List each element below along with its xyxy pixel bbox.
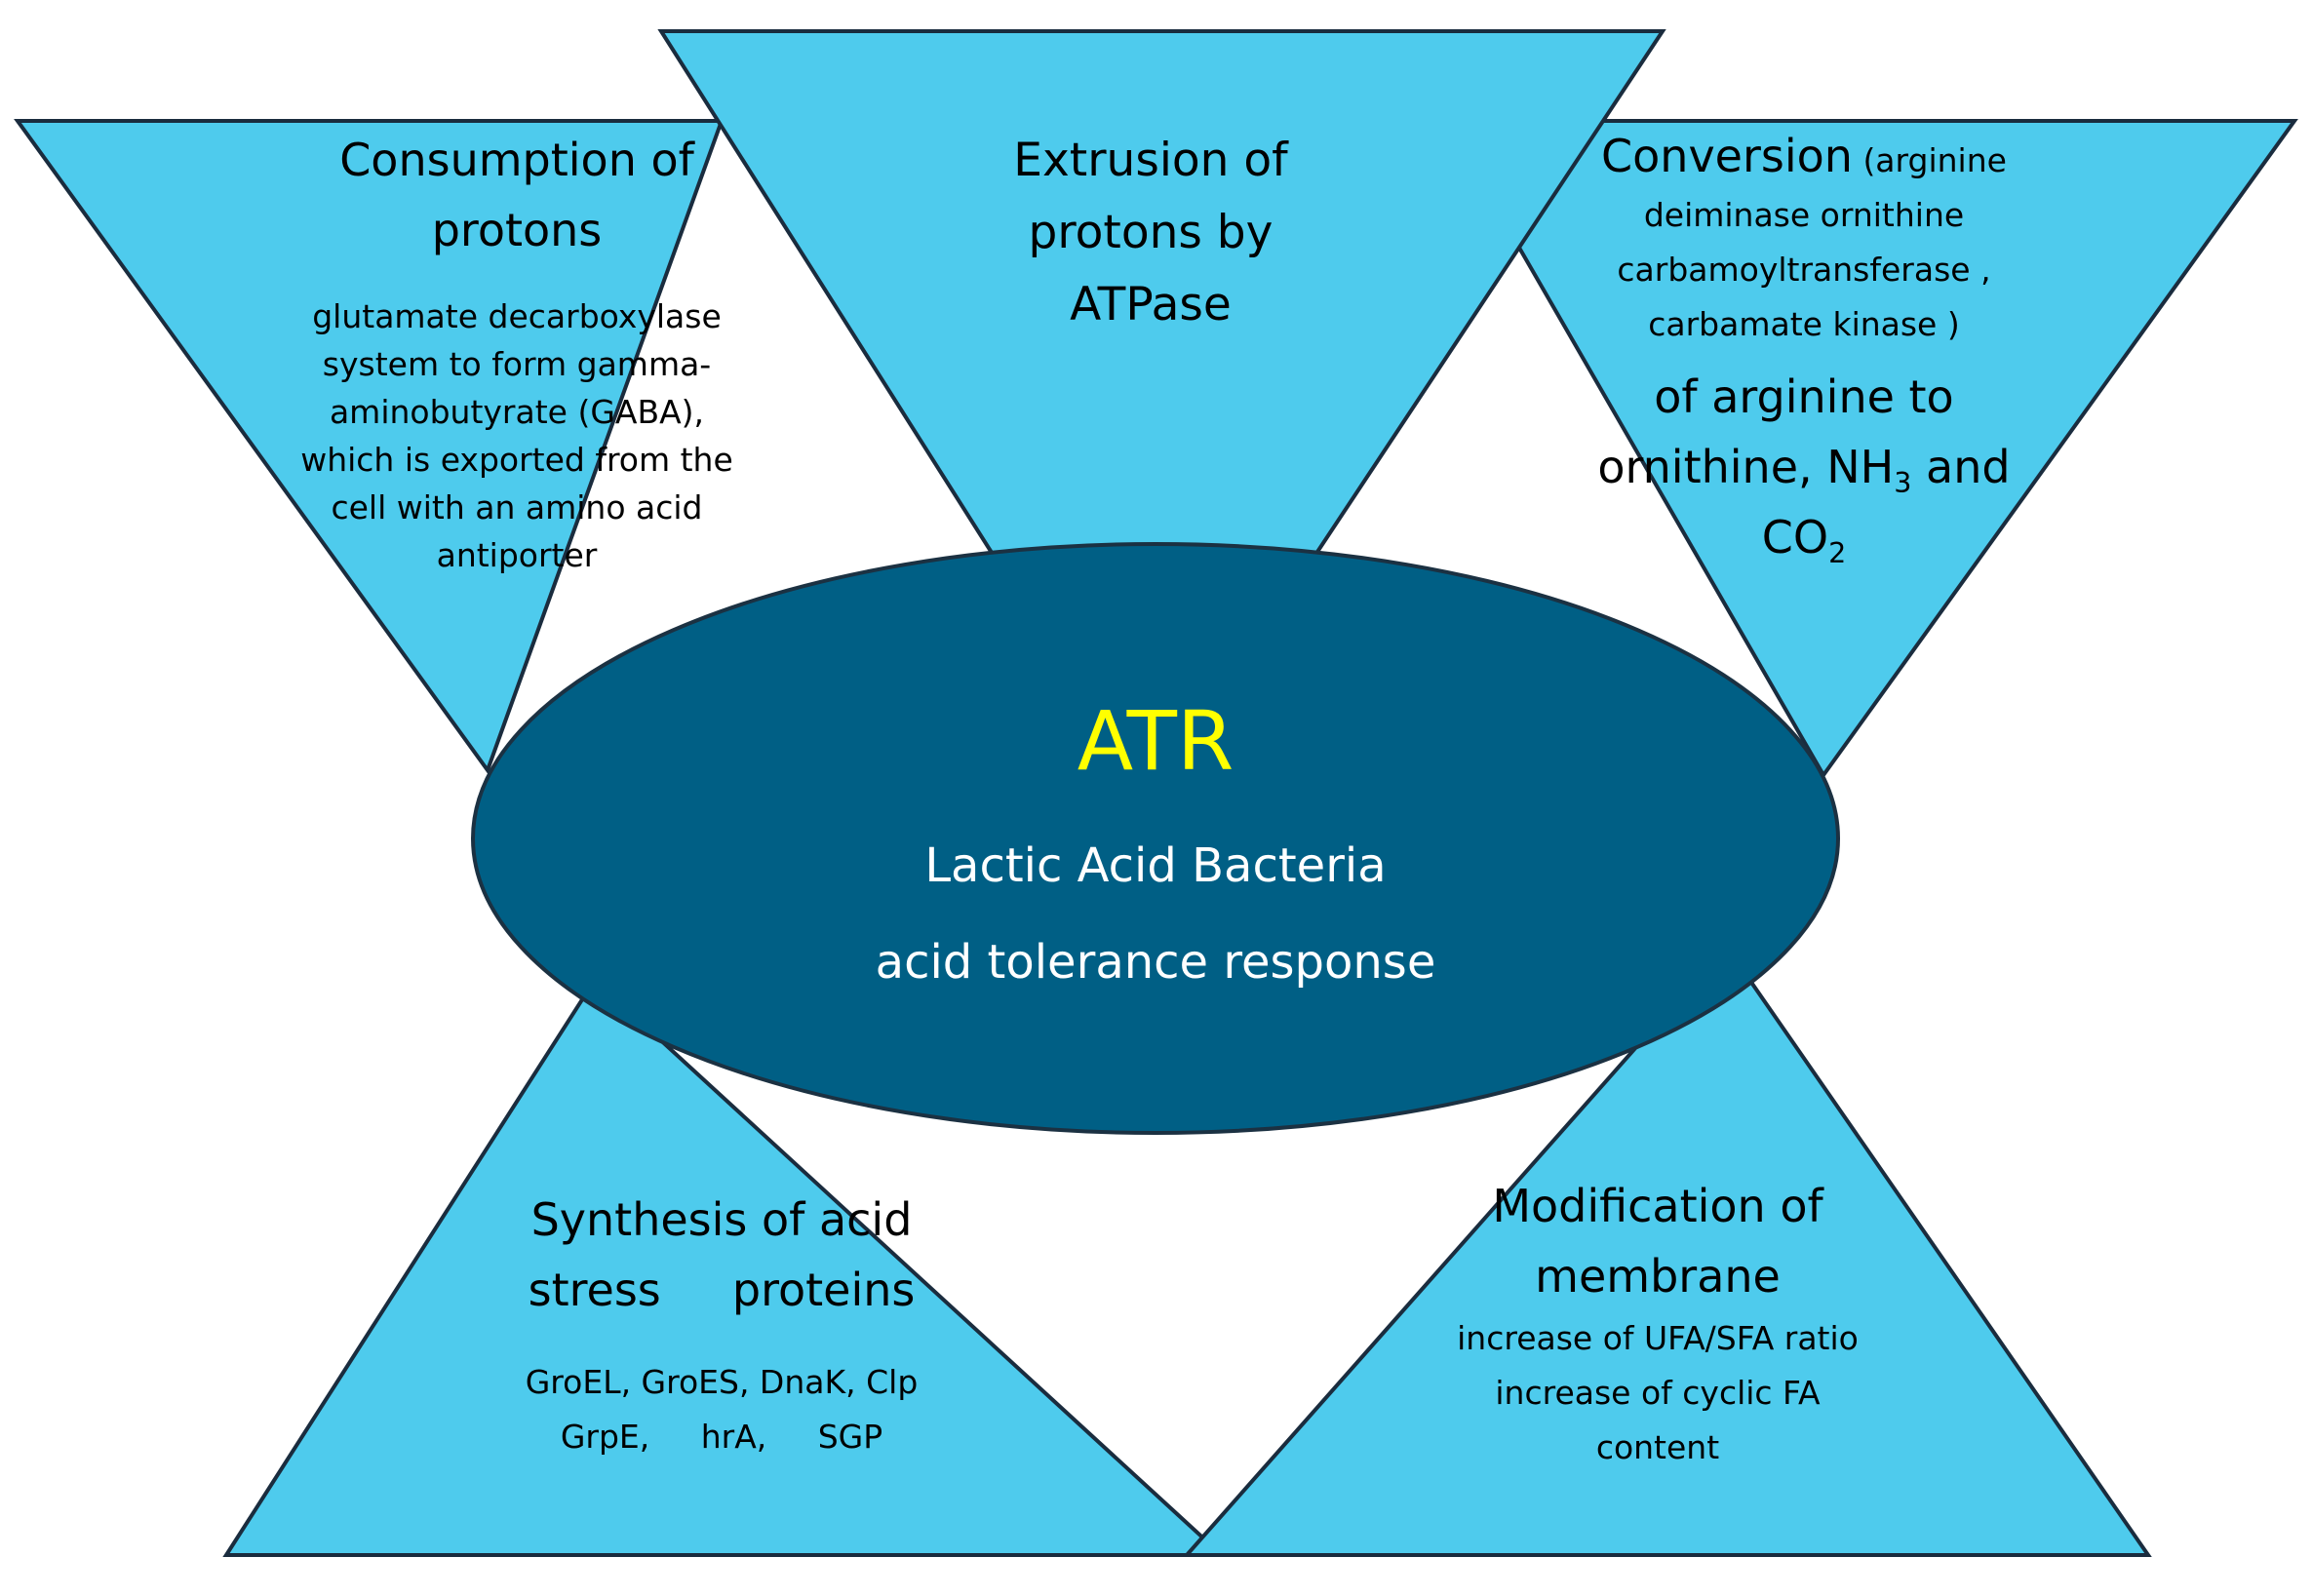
conversion-detail-3: carbamoyltransferase , [1617, 251, 1991, 289]
triangle-consumption-of-protons [14, 119, 725, 775]
conversion-line1: Conversion (arginine [1560, 129, 2048, 188]
synthesis-detail: GroEL, GroES, DnaK, Clp GrpE, hrA, SGP [468, 1355, 975, 1464]
consumption-detail-line: system to form gamma- [322, 345, 712, 383]
modification-title-line1: Modification of [1492, 1180, 1823, 1232]
conversion-title-line2: of arginine to [1654, 370, 1954, 423]
atr-line2: acid tolerance response [875, 935, 1436, 990]
extrusion-line3: ATPase [1070, 278, 1232, 331]
synthesis-title-line2: stress proteins [528, 1264, 916, 1316]
consumption-detail-line: cell with an amino acid [331, 488, 703, 526]
extrusion-line2: protons by [1028, 206, 1274, 259]
consumption-detail-line: antiporter [436, 536, 598, 574]
synthesis-detail-line1: GroEL, GroES, DnaK, Clp [525, 1363, 919, 1401]
conversion-title-line4-sub: 2 [1828, 536, 1847, 569]
synthesis-title: Synthesis of acid stress proteins [468, 1185, 975, 1325]
atr-ellipse [471, 542, 1840, 1135]
conversion-product-text: of arginine to ornithine, NH3 and CO2 [1560, 362, 2048, 572]
conversion-text: Conversion (arginine deiminase ornithine… [1560, 129, 2048, 352]
consumption-detail-line: glutamate decarboxylase [312, 297, 722, 335]
extrusion-title: Extrusion of protons by ATPase [946, 125, 1355, 341]
consumption-title-line1: Consumption of [339, 134, 694, 186]
conversion-title-line4-a: CO [1761, 511, 1829, 564]
modification-title: Modification of membrane [1414, 1171, 1901, 1311]
consumption-detail-line: which is exported from the [300, 441, 733, 479]
conversion-detail-1: (arginine [1862, 141, 2007, 179]
synthesis-title-line1: Synthesis of acid [530, 1193, 913, 1246]
conversion-title-line3: ornithine, NH3 and [1560, 432, 2048, 502]
modification-detail-line2: increase of cyclic FA [1495, 1374, 1821, 1412]
modification-detail: increase of UFA/SFA ratio increase of cy… [1394, 1311, 1921, 1475]
triangle-conversion-of-arginine [1442, 119, 2298, 779]
modification-detail-line1: increase of UFA/SFA ratio [1457, 1319, 1859, 1357]
conversion-title-line3-a: ornithine, NH [1597, 441, 1895, 493]
consumption-title: Consumption of protons [273, 125, 761, 265]
conversion-title: Conversion [1601, 130, 1853, 182]
atr-line1: Lactic Acid Bacteria [924, 838, 1387, 893]
conversion-detail-4: carbamate kinase ) [1648, 305, 1960, 343]
modification-title-line2: membrane [1535, 1250, 1781, 1303]
conversion-title-line3-sub: 3 [1894, 466, 1912, 499]
conversion-title-line4: CO2 [1560, 502, 2048, 572]
triangle-modification-of-membrane [1182, 942, 2152, 1557]
triangle-synthesis-of-acid-stress-proteins [222, 976, 1228, 1557]
triangle-extrusion-of-protons [657, 29, 1666, 807]
consumption-title-line2: protons [431, 204, 603, 256]
atr-title: ATR [1077, 693, 1234, 789]
conversion-title-line3-b: and [1911, 441, 2011, 493]
consumption-detail-line: aminobutyrate (GABA), [329, 393, 705, 431]
extrusion-line1: Extrusion of [1013, 134, 1288, 187]
synthesis-detail-line2: GrpE, hrA, SGP [560, 1418, 883, 1456]
conversion-detail-2: deiminase ornithine [1643, 196, 1965, 234]
modification-detail-line3: content [1595, 1428, 1720, 1466]
consumption-detail: glutamate decarboxylase system to form g… [283, 292, 751, 579]
